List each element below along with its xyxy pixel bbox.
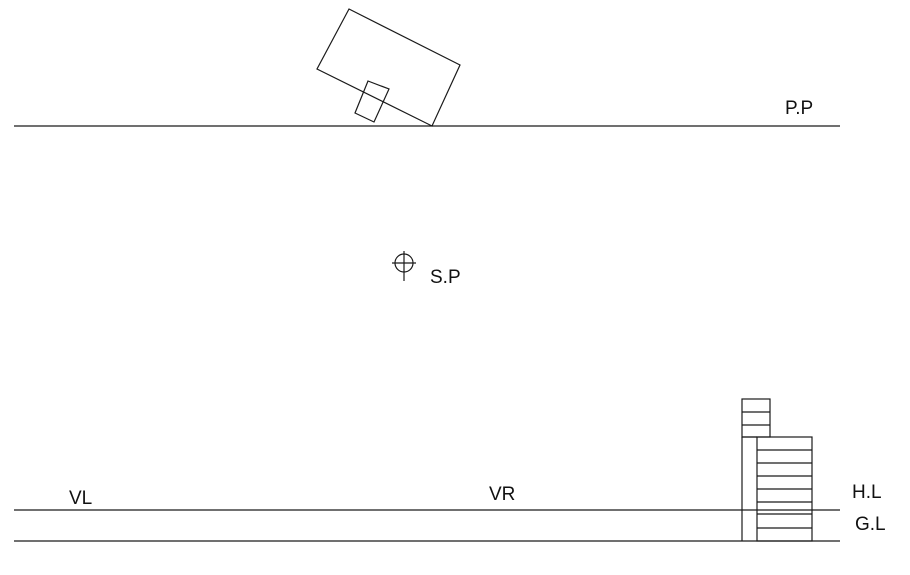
plan-annex-rectangle bbox=[354, 80, 390, 123]
picture-plane-label: P.P bbox=[785, 98, 814, 119]
station-point-icon bbox=[392, 251, 416, 281]
vanishing-right-label: VR bbox=[489, 484, 516, 505]
plan-main-rectangle bbox=[316, 8, 461, 127]
station-point-label: S.P bbox=[430, 267, 461, 288]
vanishing-left-label: VL bbox=[69, 488, 93, 509]
ground-line-label: G.L bbox=[855, 514, 886, 535]
horizon-line-label: H.L bbox=[852, 482, 882, 503]
elevation-main-body bbox=[742, 436, 813, 542]
elevation-tower bbox=[741, 398, 771, 541]
